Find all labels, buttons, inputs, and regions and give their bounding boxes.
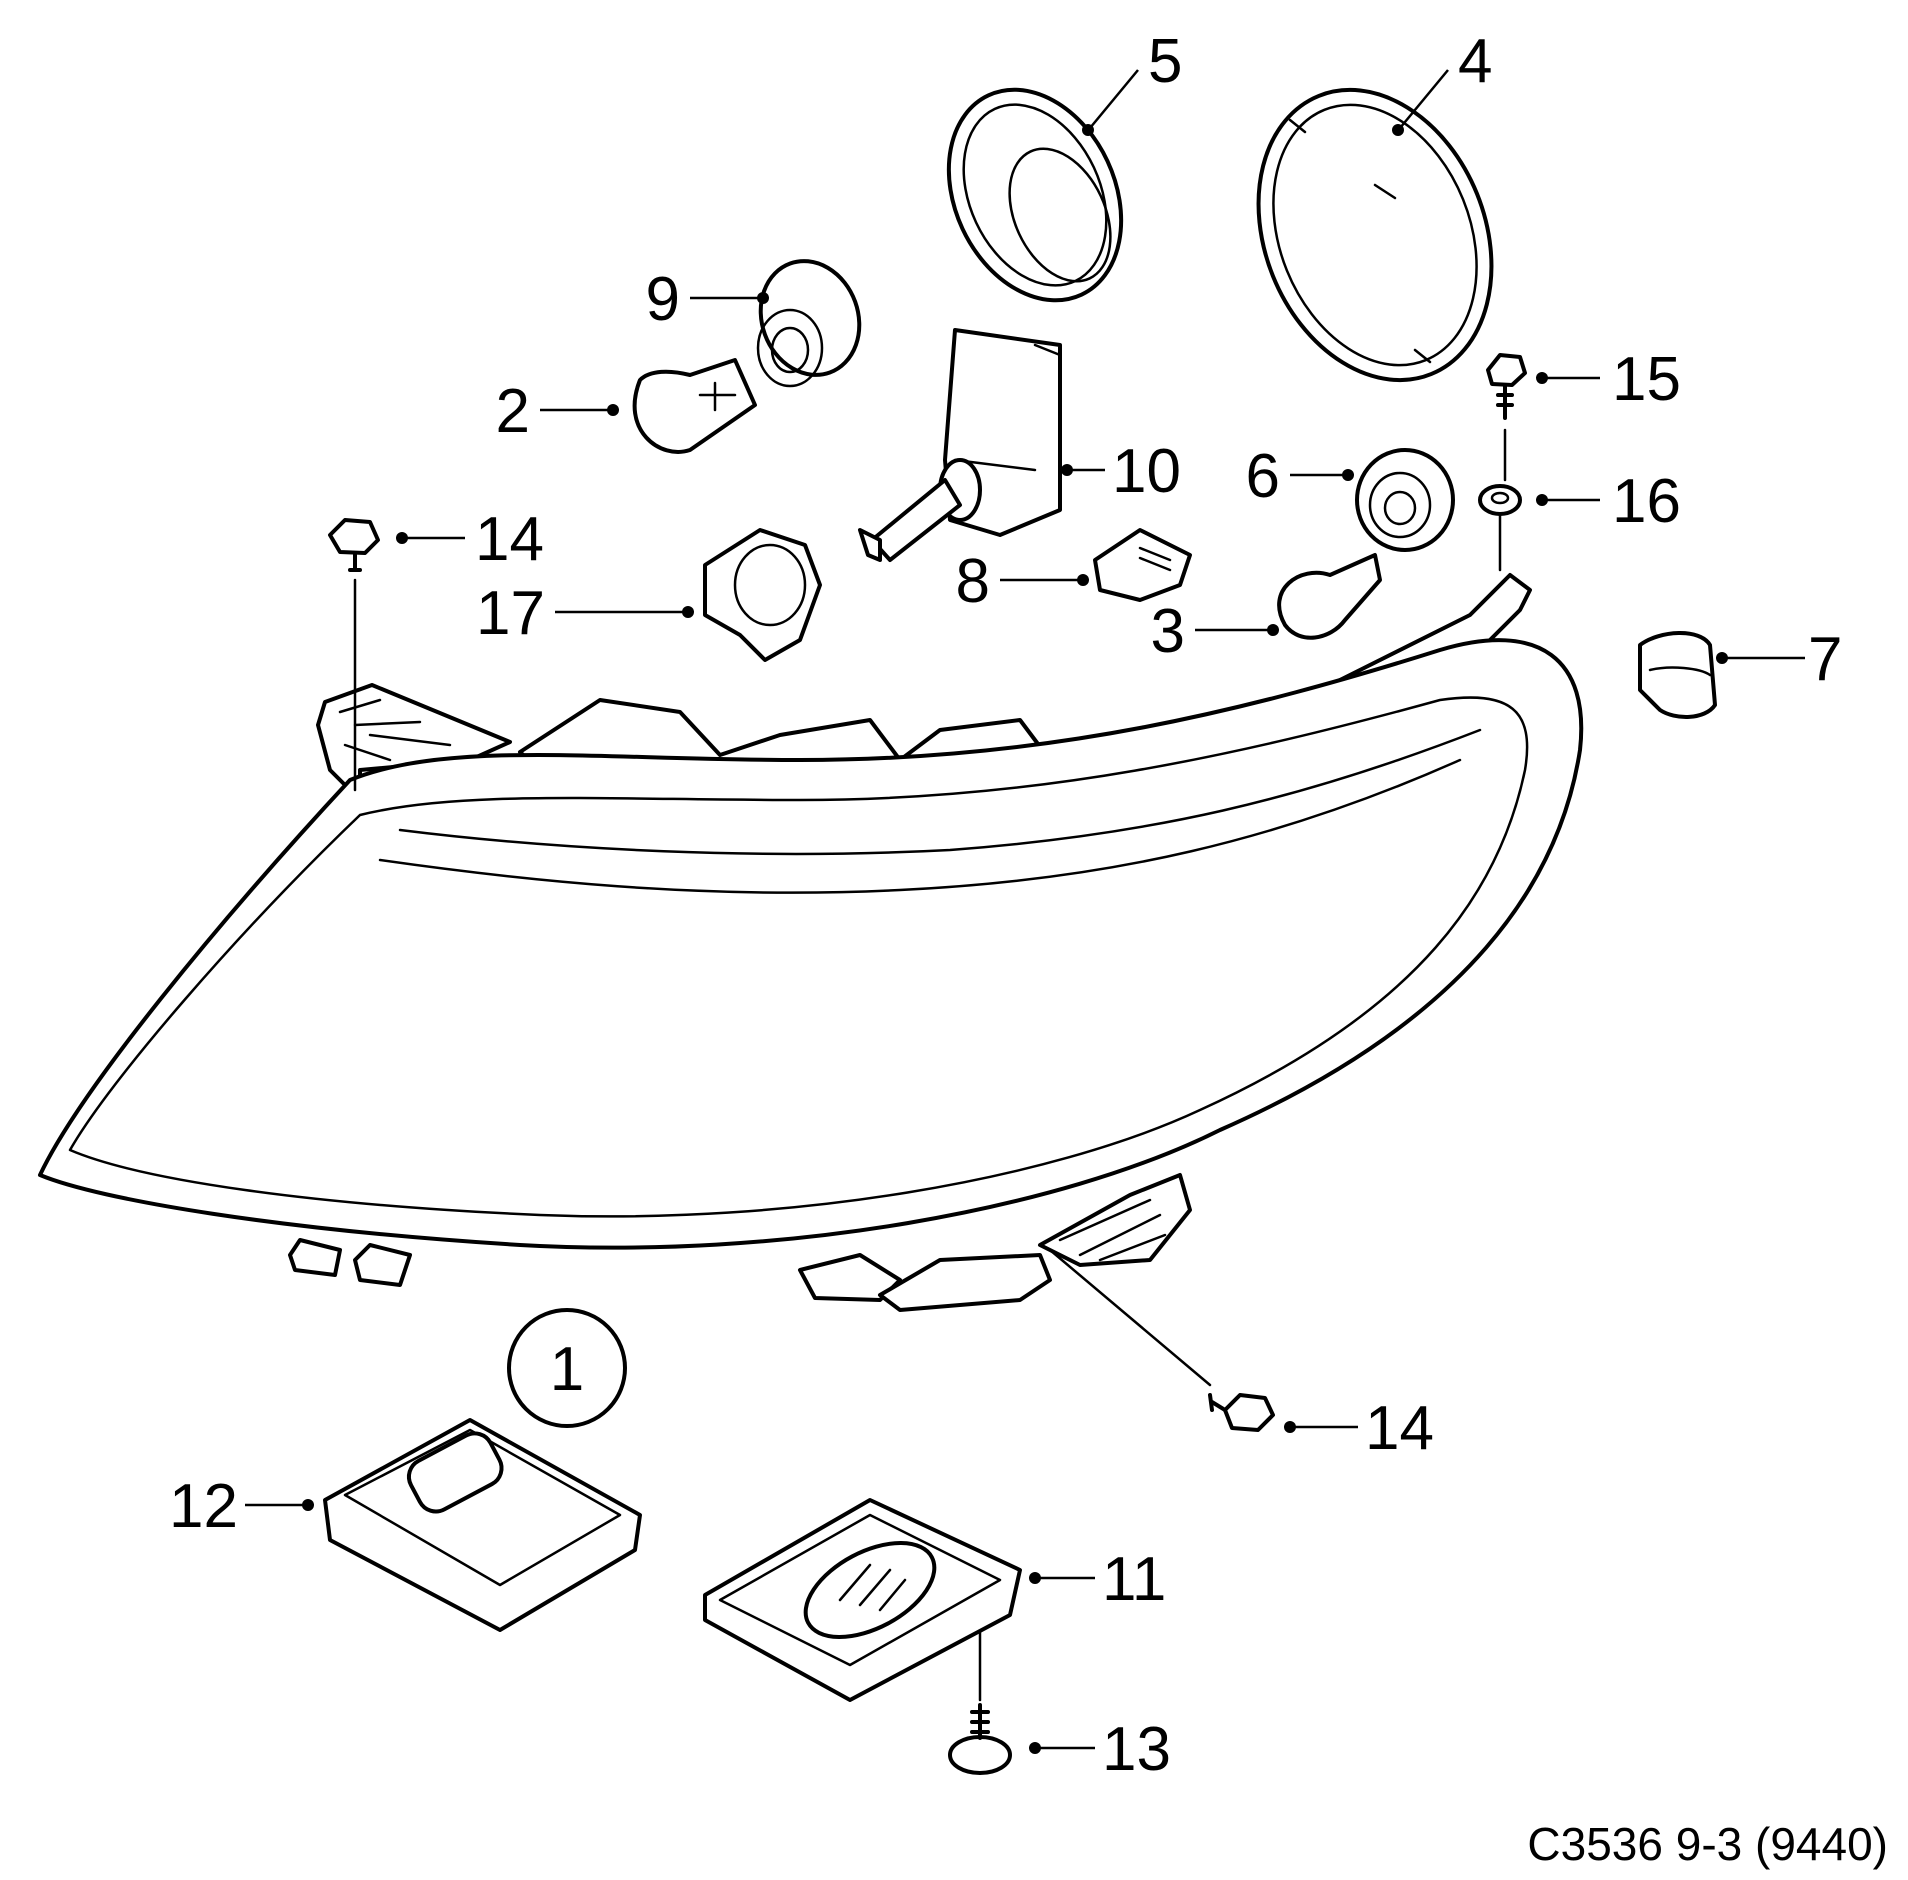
bulb-socket <box>756 259 862 388</box>
control-module-11 <box>703 1498 1022 1702</box>
callout-label-10: 10 <box>1112 437 1181 506</box>
callout-label-15: 15 <box>1612 345 1681 414</box>
callout-label-13: 13 <box>1102 1715 1171 1784</box>
callout-label-14b: 14 <box>1365 1394 1434 1463</box>
cap-ring <box>946 87 1124 303</box>
screw-15 <box>1486 353 1527 482</box>
callout-4: 4 <box>1392 27 1492 136</box>
callout-label-8: 8 <box>956 547 990 616</box>
callout-1: 1 <box>507 1308 627 1428</box>
screw-14-bottom <box>1048 1248 1275 1432</box>
callout-7: 7 <box>1716 625 1842 694</box>
callout-label-3: 3 <box>1151 597 1185 666</box>
callout-label-4: 4 <box>1458 27 1492 96</box>
diagram-caption: C3536 9-3 (9440) <box>1527 1818 1888 1870</box>
washer-16 <box>1478 484 1522 572</box>
bracket-clip <box>1638 631 1717 719</box>
callout-17: 17 <box>476 579 694 648</box>
callout-16: 16 <box>1536 467 1681 536</box>
callout-6: 6 <box>1246 442 1354 511</box>
callout-label-14a: 14 <box>475 505 544 574</box>
callout-label-17: 17 <box>476 579 545 648</box>
bulb <box>632 358 757 454</box>
headlamp-assembly <box>38 573 1584 1312</box>
callout-label-12: 12 <box>169 1472 238 1541</box>
callout-13: 13 <box>1029 1715 1171 1784</box>
callout-label-16: 16 <box>1612 467 1681 536</box>
callout-label-11: 11 <box>1102 1545 1166 1614</box>
callout-10: 10 <box>1061 437 1181 506</box>
callout-8: 8 <box>956 547 1089 616</box>
callout-label-5: 5 <box>1148 27 1182 96</box>
callout-label-6: 6 <box>1246 442 1280 511</box>
retaining-clip <box>703 528 822 662</box>
callout-14-bottom: 14 <box>1284 1394 1434 1463</box>
callout-label-1: 1 <box>550 1335 584 1404</box>
bulb-small <box>1277 553 1382 640</box>
callout-11: 11 <box>1029 1545 1166 1614</box>
callout-label-2: 2 <box>496 377 530 446</box>
screw-14-top <box>328 518 380 792</box>
callout-12: 12 <box>169 1472 314 1541</box>
control-module-12 <box>323 1418 642 1632</box>
callout-3: 3 <box>1151 597 1279 666</box>
callout-circle <box>507 1308 627 1428</box>
callout-9: 9 <box>646 265 769 334</box>
screw-13 <box>948 1623 1012 1775</box>
trim-ring-large <box>1256 87 1494 383</box>
callout-15: 15 <box>1536 345 1681 414</box>
callout-14-top: 14 <box>396 505 544 574</box>
callout-2: 2 <box>496 377 619 446</box>
connector <box>1093 528 1192 602</box>
callout-label-7: 7 <box>1808 625 1842 694</box>
callout-label-9: 9 <box>646 265 680 334</box>
callout-5: 5 <box>1082 27 1182 136</box>
xenon-bulb <box>858 328 1062 562</box>
socket-small <box>1355 448 1455 552</box>
